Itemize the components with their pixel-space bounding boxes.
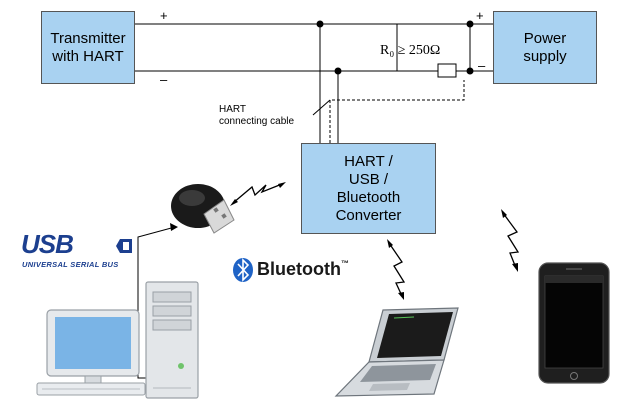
converter-line-3: Bluetooth	[336, 188, 401, 206]
converter-line-4: Converter	[335, 206, 402, 224]
transmitter-line-1: Transmitter	[50, 29, 126, 47]
converter-box: HART / USB / Bluetooth Converter	[301, 143, 436, 234]
desktop-monitor	[36, 309, 146, 396]
wireless-link-laptop	[388, 242, 406, 297]
usb-logo-subtitle: UNIVERSAL SERIAL BUS	[22, 260, 119, 269]
transmitter-line-2: with HART	[52, 47, 124, 65]
plus-sign-right: +	[476, 8, 484, 23]
hart-cable-dashed	[329, 80, 465, 143]
smartphone	[538, 262, 610, 384]
bluetooth-icon	[233, 258, 253, 282]
minus-sign-left: –	[160, 72, 168, 87]
desktop-tower	[145, 281, 199, 399]
power-supply-line-1: Power	[523, 29, 567, 47]
bluetooth-logo: Bluetooth™	[257, 259, 349, 280]
hart-cable-pointer	[312, 99, 331, 116]
usb-logo: USB	[21, 229, 74, 259]
bluetooth-trademark: ™	[340, 259, 349, 268]
power-supply-box: Power supply	[493, 11, 597, 84]
converter-line-2: USB /	[348, 170, 389, 188]
usb-connector-icon	[90, 239, 132, 253]
minus-sign-right: –	[478, 58, 486, 73]
resistor-label: R₀ ≥ 250Ω	[380, 43, 441, 58]
bluetooth-logo-text: Bluetooth	[257, 259, 341, 279]
converter-line-1: HART /	[344, 152, 393, 170]
plus-sign-left: +	[160, 8, 168, 23]
wireless-link-phone	[502, 212, 520, 269]
wireless-link-dongle	[232, 183, 283, 204]
laptop	[334, 307, 459, 397]
hart-cable-label: HART connecting cable	[219, 104, 294, 128]
hart-cable-label-line-2: connecting cable	[219, 116, 295, 127]
bluetooth-dongle	[171, 184, 235, 234]
resistor	[437, 63, 457, 78]
power-supply-line-2: supply	[523, 47, 567, 65]
hart-cable-label-line-1: HART	[219, 104, 247, 115]
transmitter-box: Transmitter with HART	[41, 11, 135, 84]
